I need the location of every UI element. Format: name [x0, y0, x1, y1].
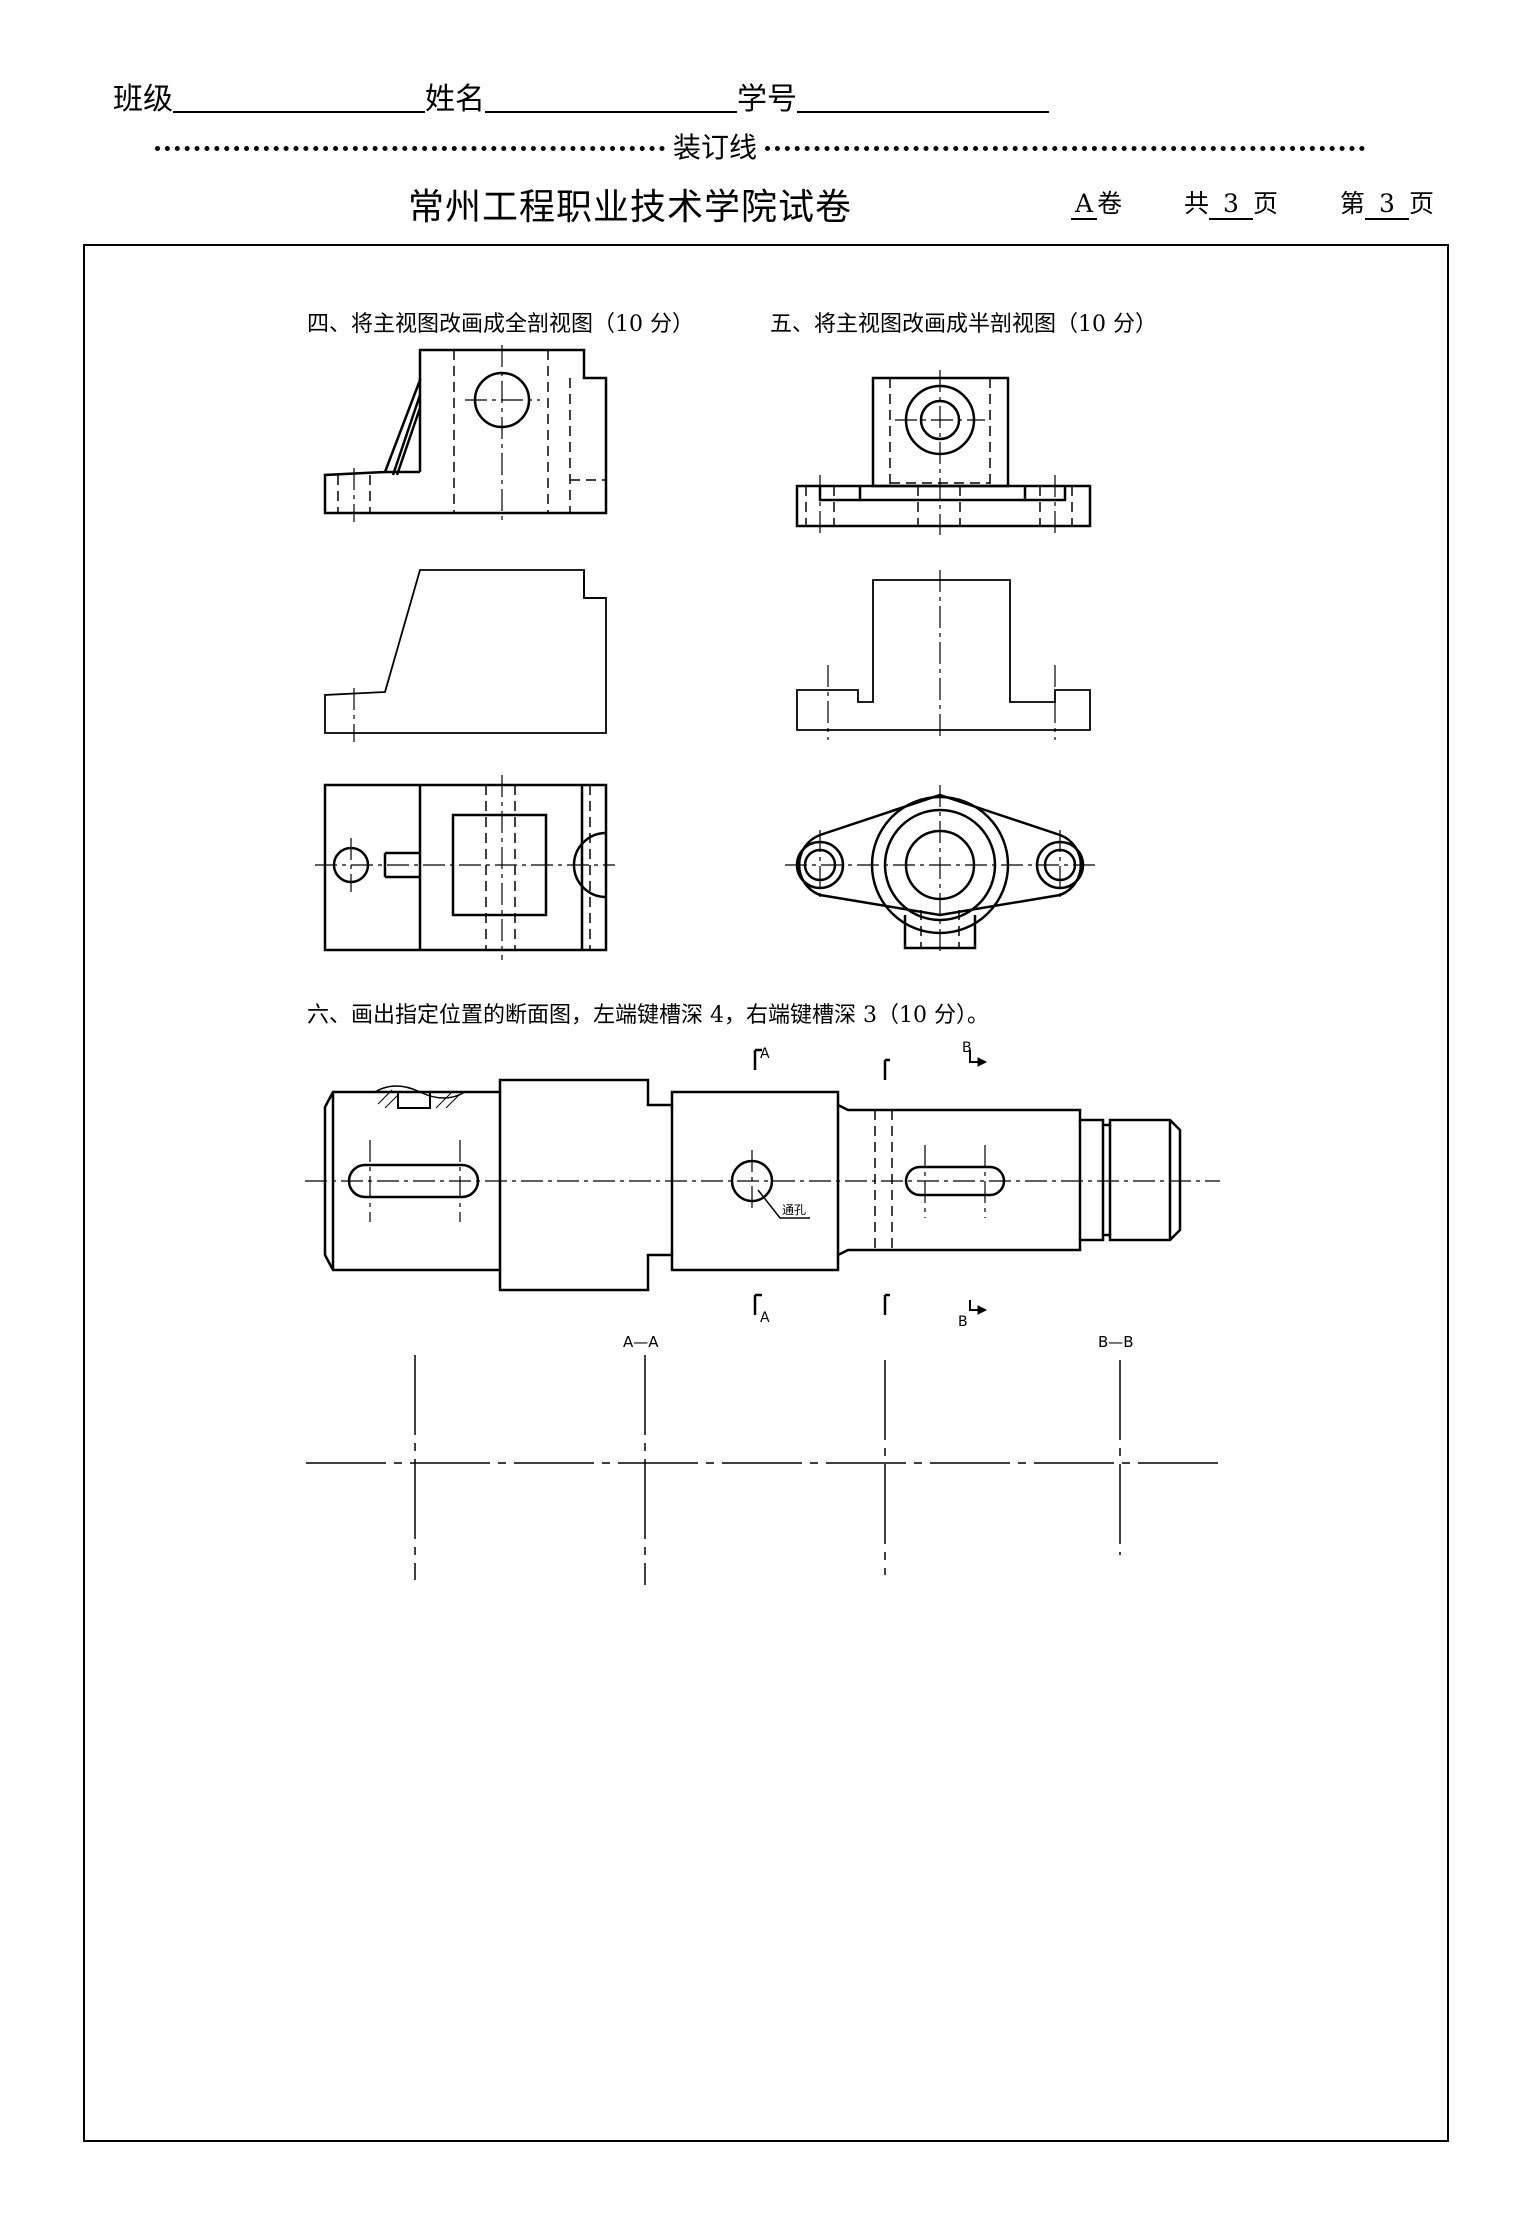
section-b-bottom-label: B	[958, 1314, 968, 1330]
page-number: 3	[1364, 189, 1409, 220]
question-6: 六、画出指定位置的断面图，左端键槽深 4，右端键槽深 3（10 分）。	[307, 1003, 989, 1028]
q5-front-view	[795, 370, 1092, 535]
q4-top-view	[324, 569, 607, 742]
class-label: 班级	[113, 82, 173, 117]
section-bb-title: B—B	[1098, 1333, 1134, 1351]
total-unit: 页	[1253, 189, 1279, 218]
name-field[interactable]	[485, 81, 737, 113]
binding-dots-right	[765, 146, 1365, 151]
student-info-row: 班级 姓名 学号	[113, 74, 1049, 118]
binding-line-label: 装订线	[665, 126, 765, 166]
page-prefix: 第	[1339, 189, 1365, 218]
name-label: 姓名	[425, 82, 485, 117]
q5-plan-view	[785, 785, 1100, 955]
question-4: 四、将主视图改画成全剖视图（10 分）	[307, 312, 694, 337]
q5-side-view	[796, 570, 1091, 740]
hatching	[377, 1089, 461, 1109]
through-hole-label: 通孔	[782, 1203, 806, 1217]
answer-frame	[83, 244, 1449, 2142]
binding-line: 装订线	[155, 126, 1365, 166]
paper-suffix: 卷	[1097, 189, 1123, 218]
question-5: 五、将主视图改画成半剖视图（10 分）	[770, 312, 1157, 337]
binding-dots-left	[155, 146, 665, 151]
section-a-top-label: A	[760, 1046, 770, 1062]
student-id-field[interactable]	[797, 81, 1049, 113]
paper-letter: A	[1071, 189, 1098, 220]
page-unit: 页	[1408, 189, 1434, 218]
class-field[interactable]	[173, 81, 425, 113]
q4-front-view	[323, 345, 608, 522]
student-id-label: 学号	[737, 82, 797, 117]
section-b-top-label: B	[962, 1040, 972, 1056]
q4-plan-view	[315, 775, 615, 960]
total-pages: 3	[1209, 189, 1253, 220]
q6-shaft	[305, 1048, 1220, 1315]
q6-section-axes	[306, 1355, 1220, 1585]
section-a-bottom-label: A	[760, 1310, 770, 1326]
total-prefix: 共	[1183, 189, 1209, 218]
section-aa-title: A—A	[623, 1333, 659, 1351]
exam-title: 常州工程职业技术学院试卷	[408, 187, 853, 228]
